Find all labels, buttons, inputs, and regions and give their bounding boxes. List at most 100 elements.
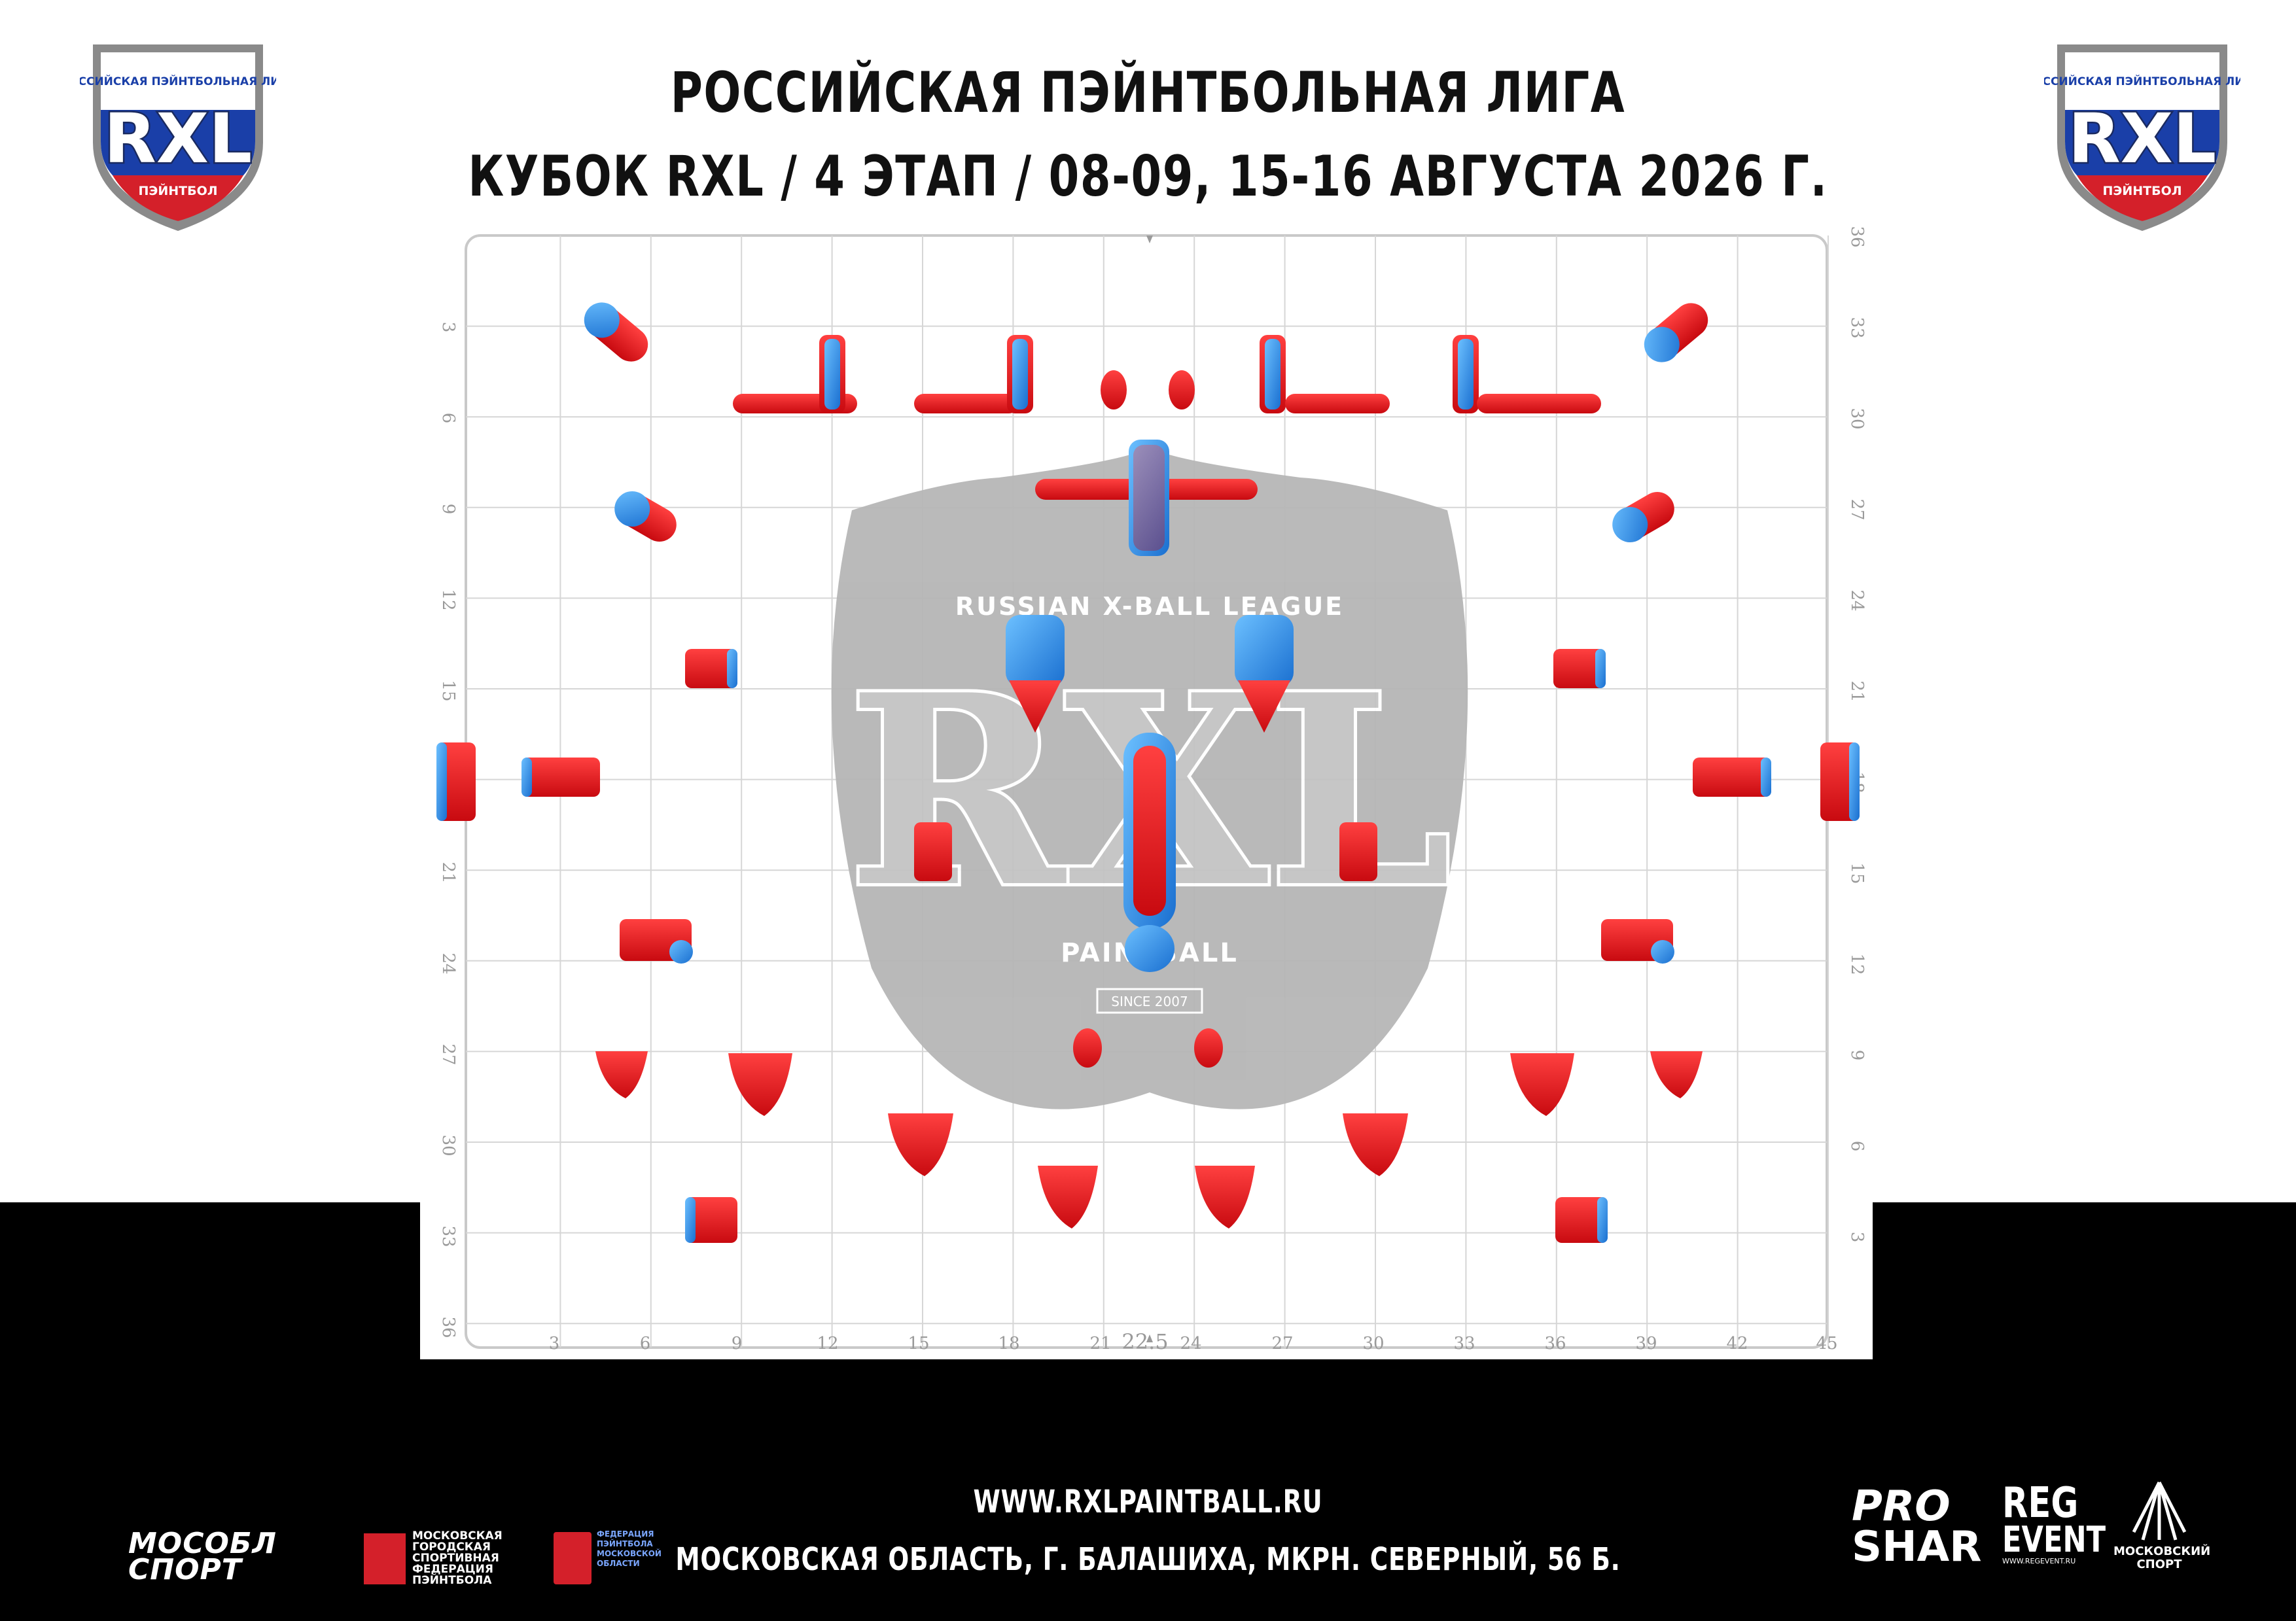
wedge-bunker	[595, 1051, 648, 1098]
page-subtitle: КУБОК RXL / 4 ЭТАП / 08-09, 15-16 АВГУСТ…	[468, 144, 1828, 209]
x-axis-label: 18	[998, 1334, 1019, 1353]
y-axis-label-left: 3	[438, 322, 458, 333]
mini-can-bunker	[1169, 370, 1195, 410]
brick-bunker-cap	[669, 940, 693, 964]
brick-bunker	[1339, 822, 1377, 881]
brick-bunker-side	[727, 649, 737, 688]
fpmo-logo: ФЕДЕРАЦИЯ ПЭЙНТБОЛА МОСКОВСКОЙ ОБЛАСТИ	[554, 1528, 671, 1587]
brick-bunker-cap	[1651, 940, 1674, 964]
y-axis-label-right: 30	[1847, 408, 1867, 429]
moscow-sport-emblem-icon	[2132, 1481, 2187, 1541]
dorito-ball-bunker	[1073, 1028, 1102, 1068]
y-axis-label-right: 12	[1847, 953, 1867, 975]
logo-main-text: RXL	[104, 99, 253, 179]
y-axis-label-right: 36	[1847, 226, 1867, 247]
x-axis-label: 36	[1544, 1334, 1566, 1353]
can-bunker	[1644, 303, 1708, 362]
x-axis-label: 12	[817, 1334, 838, 1353]
center-tower-stripe	[1133, 746, 1166, 916]
svg-text:ПЭЙНТБОЛ: ПЭЙНТБОЛ	[138, 183, 217, 198]
snake-bunker	[1285, 394, 1390, 413]
x-axis-label: 39	[1635, 1334, 1657, 1353]
mosoblsport-logo: МОСОБЛ СПОРТ	[128, 1527, 277, 1586]
post-bunker-highlight	[1265, 339, 1280, 410]
temple-bunker-base	[1009, 680, 1061, 733]
brick-bunker-side	[521, 758, 532, 797]
brick-bunker	[1553, 649, 1606, 688]
post-bunker-highlight	[1012, 339, 1028, 410]
y-axis-label-left: 21	[438, 862, 458, 883]
post-bunker-highlight	[824, 339, 840, 410]
address-text: МОСКОВСКАЯ ОБЛАСТЬ, Г. БАЛАШИХА, МКРН. С…	[675, 1541, 1621, 1578]
y-axis-label-right: 27	[1847, 498, 1867, 520]
wedge-bunker	[888, 1113, 953, 1176]
watermark-top-text: RUSSIAN X-BALL LEAGUE	[955, 592, 1344, 621]
snake-bunker	[1477, 394, 1601, 413]
x-axis-label: 15	[908, 1334, 929, 1353]
y-axis-label-right: 3	[1847, 1232, 1867, 1243]
bunkers	[436, 302, 1860, 1243]
mgsfp-logo: МОСКОВСКАЯ ГОРОДСКАЯ СПОРТИВНАЯ ФЕДЕРАЦИ…	[364, 1531, 560, 1590]
x-axis-label: 24	[1180, 1334, 1201, 1353]
wedge-bunker	[1343, 1113, 1408, 1176]
y-axis-label-left: 15	[438, 680, 458, 701]
rxl-logo-right: РОССИЙСКАЯ ПЭЙНТБОЛЬНАЯ ЛИГА RXL ПЭЙНТБО…	[2025, 31, 2260, 234]
temple-bunker	[1006, 615, 1065, 687]
fpmo-emblem-icon	[554, 1532, 592, 1584]
x-axis-label: 33	[1453, 1334, 1475, 1353]
y-axis-label-left: 6	[438, 413, 458, 424]
y-axis-label-left: 12	[438, 589, 458, 610]
watermark-since-text: SINCE 2007	[1111, 994, 1188, 1009]
brick-bunker-side	[1597, 1197, 1608, 1243]
snake-bunker	[914, 394, 1019, 413]
x-axis-label: 42	[1726, 1334, 1748, 1353]
y-axis-label-left: 30	[438, 1134, 458, 1156]
can-bunker	[1612, 492, 1674, 542]
wedge-bunker	[728, 1053, 792, 1116]
y-axis-label-left: 24	[438, 952, 458, 974]
x-axis-label: 6	[640, 1334, 651, 1353]
website-text[interactable]: WWW.RXLPAINTBALL.RU	[973, 1484, 1323, 1520]
cross-bunker-shade	[1133, 445, 1165, 551]
brick-bunker-side	[1595, 649, 1606, 688]
center-tower-base	[1125, 925, 1174, 972]
brick-bunker	[1693, 758, 1771, 797]
wedge-bunker	[1038, 1166, 1098, 1229]
wedge-bunker	[1510, 1053, 1574, 1116]
x-axis-label: 30	[1362, 1334, 1384, 1353]
x-axis-label: 27	[1271, 1334, 1293, 1353]
bottom-center-marker	[1146, 1334, 1153, 1342]
svg-text:РОССИЙСКАЯ ПЭЙНТБОЛЬНАЯ ЛИГА: РОССИЙСКАЯ ПЭЙНТБОЛЬНАЯ ЛИГА	[2044, 74, 2240, 88]
brick-bunker	[914, 822, 952, 881]
brick-bunker-side	[436, 742, 447, 821]
temple-bunker	[1235, 615, 1294, 687]
y-axis-label-right: 6	[1847, 1141, 1867, 1152]
field-layout: RUSSIAN X-BALL LEAGUE RXL PAINTBALL SINC…	[420, 222, 1873, 1359]
rxl-logo-left: РОССИЙСКАЯ ПЭЙНТБОЛЬНАЯ ЛИГА RXL ПЭЙНТБО…	[61, 31, 296, 234]
brick-bunker	[685, 1197, 737, 1243]
brick-bunker	[521, 758, 600, 797]
brick-bunker-side	[1849, 742, 1860, 821]
brick-bunker	[685, 649, 737, 688]
y-axis-label-right: 15	[1847, 862, 1867, 884]
svg-text:РОССИЙСКАЯ ПЭЙНТБОЛЬНАЯ ЛИГА: РОССИЙСКАЯ ПЭЙНТБОЛЬНАЯ ЛИГА	[80, 74, 276, 88]
y-axis-label-right: 21	[1847, 680, 1867, 702]
svg-text:ПЭЙНТБОЛ: ПЭЙНТБОЛ	[2102, 183, 2181, 198]
can-bunker	[614, 491, 677, 542]
y-axis-label-left: 9	[438, 504, 458, 515]
brick-bunker-side	[1761, 758, 1771, 797]
x-axis-label: 22.5	[1122, 1329, 1168, 1354]
logo-main-text: RXL	[2068, 99, 2217, 179]
x-axis-label: 3	[549, 1334, 560, 1353]
can-bunker	[584, 302, 648, 362]
y-axis-label-left: 36	[438, 1316, 458, 1338]
dorito-ball-bunker	[1194, 1028, 1223, 1068]
x-axis-label: 21	[1089, 1334, 1111, 1353]
regevent-logo: REG EVENT WWW.REGEVENT.RU	[2002, 1479, 2106, 1565]
brick-bunker-side	[685, 1197, 696, 1243]
mini-can-bunker	[1101, 370, 1127, 410]
y-axis-label-right: 24	[1847, 589, 1867, 611]
x-axis-label: 9	[732, 1334, 743, 1353]
y-axis-labels: 3691215182124273033363633302724211815129…	[438, 226, 1867, 1338]
